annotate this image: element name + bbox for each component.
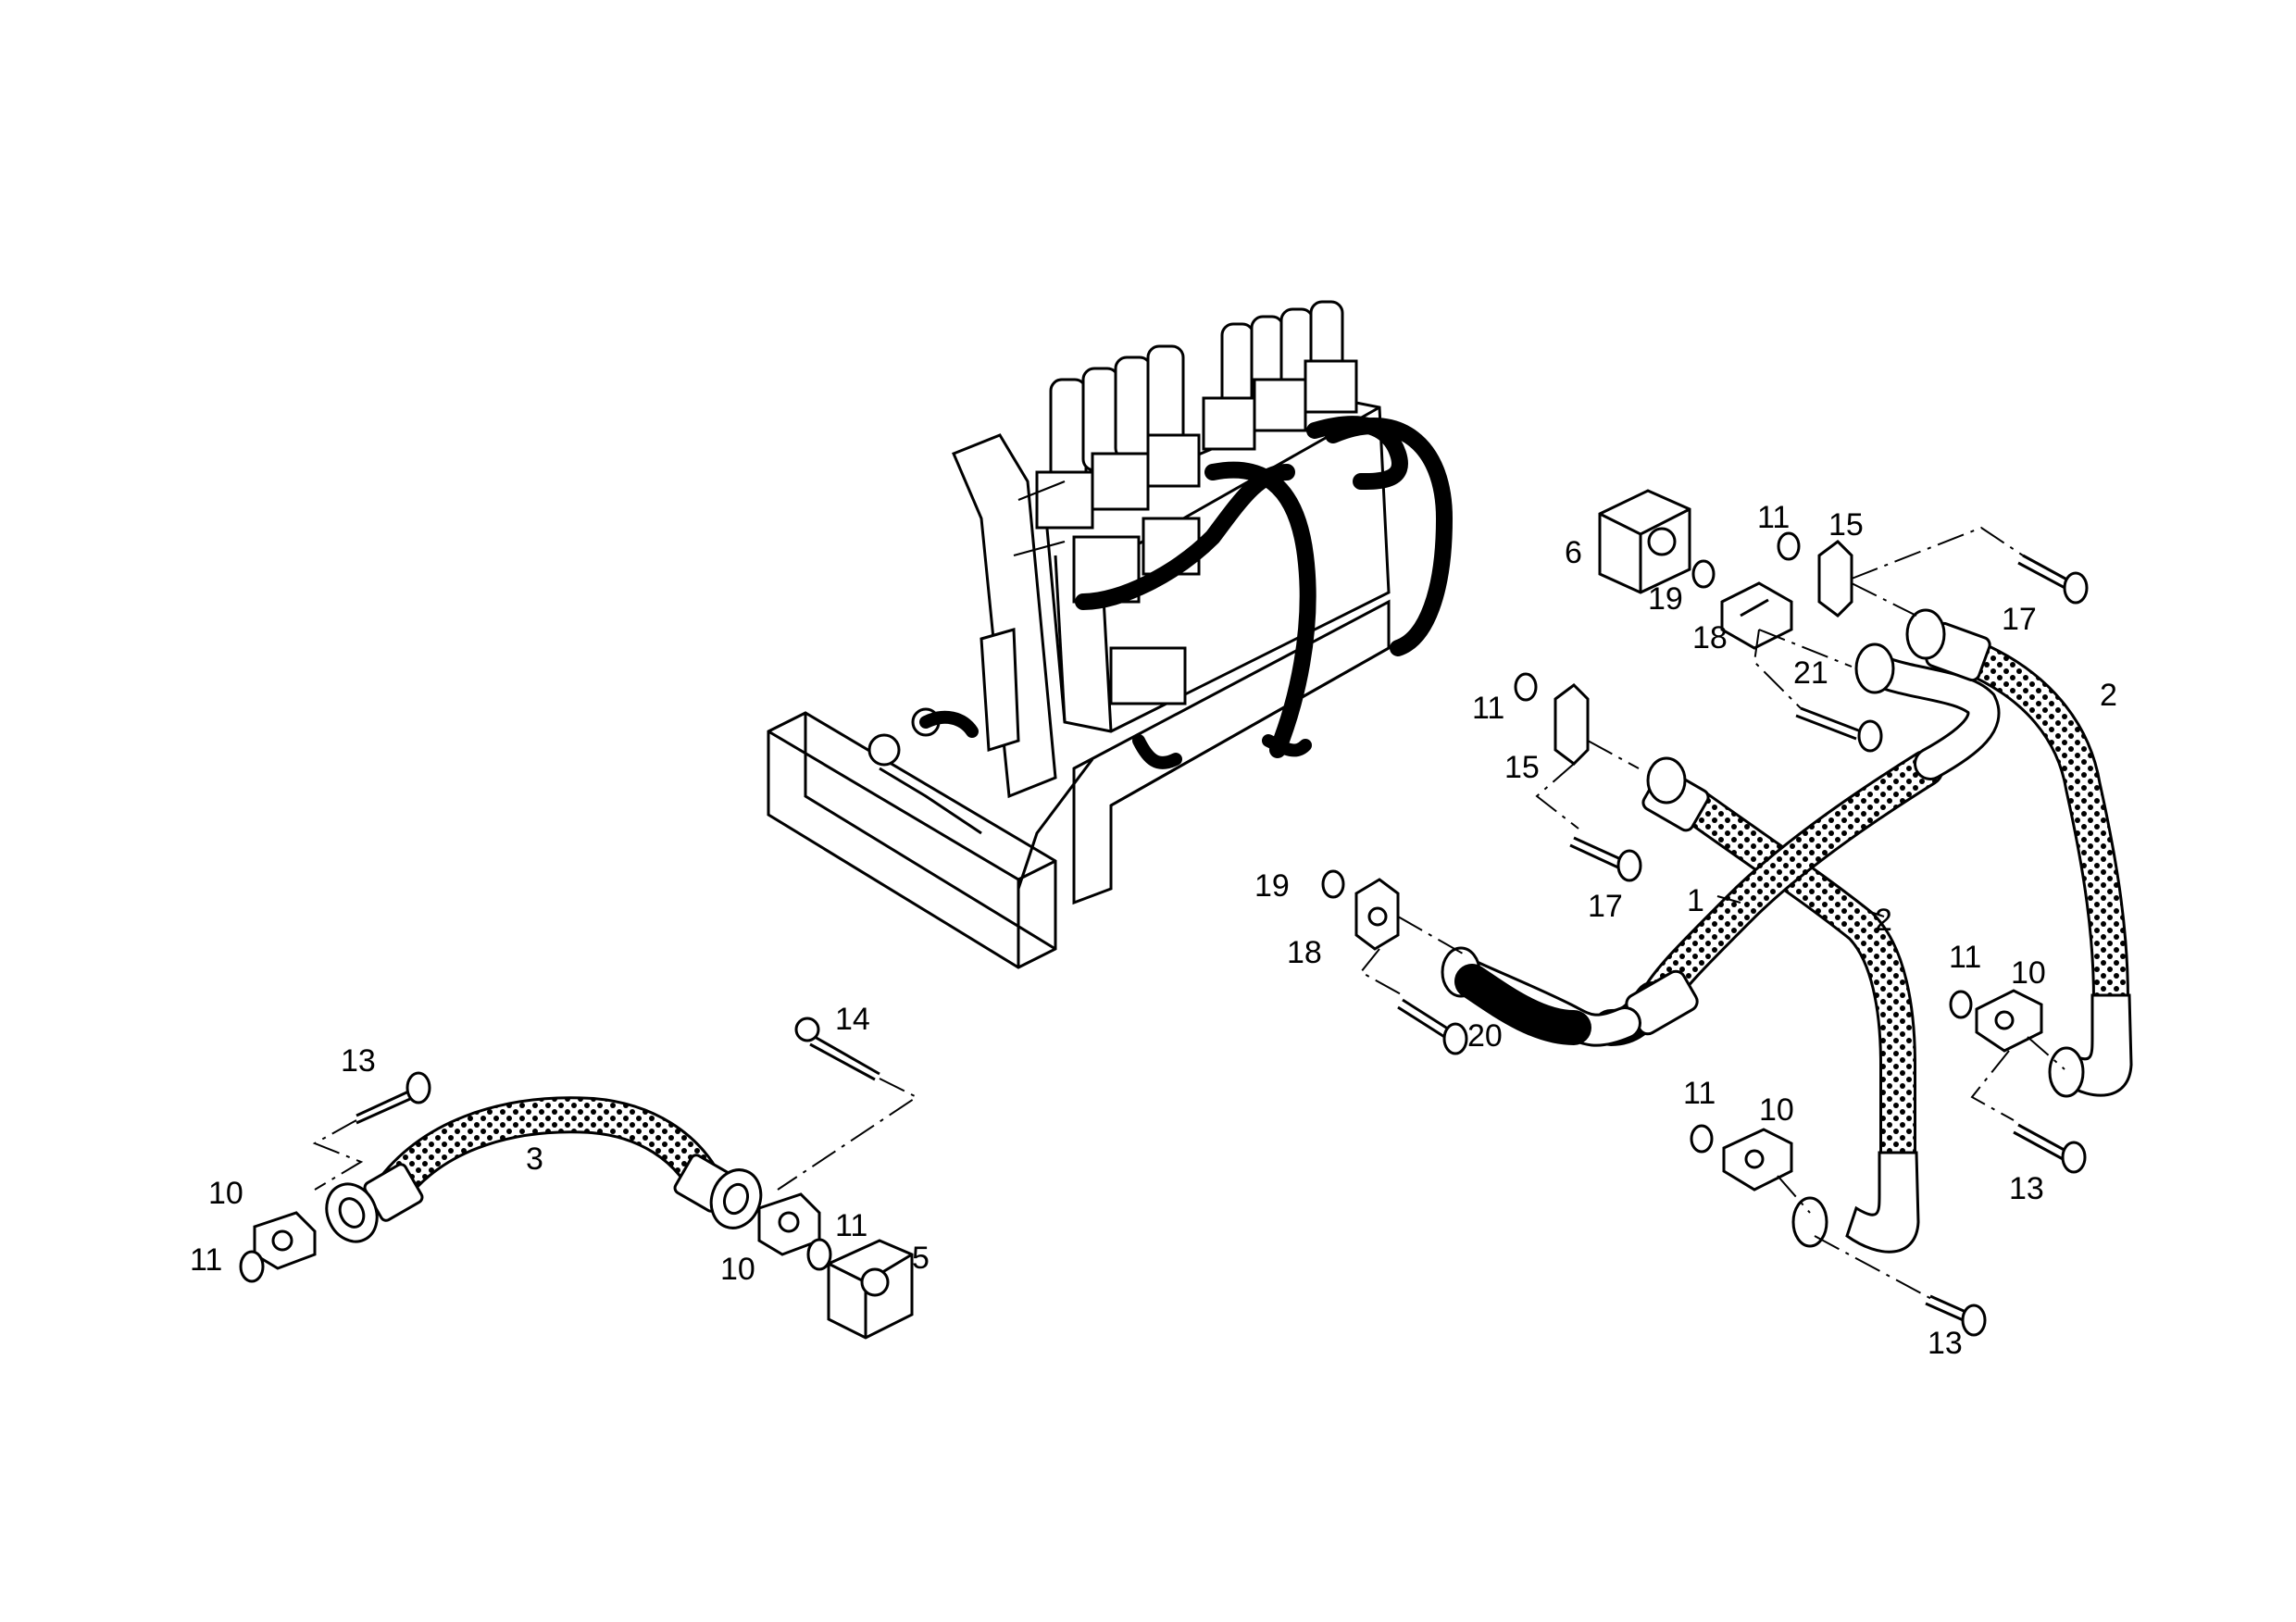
callout-19-b: 19: [1254, 868, 1290, 904]
leader-21: [1753, 629, 1853, 709]
callout-11-e: 11: [1949, 940, 1981, 975]
callout-10-b: 10: [720, 1252, 755, 1287]
callout-20: 20: [1467, 1018, 1503, 1054]
bolt-13-left: [356, 1071, 431, 1125]
leader-15-mid: [1535, 740, 1640, 830]
callout-14: 14: [835, 1002, 870, 1037]
clamp-10-low-right: [1722, 1128, 1793, 1192]
leader-13-left: [312, 1119, 364, 1191]
callout-17-b: 17: [1588, 889, 1623, 924]
callout-19-a: 19: [1648, 581, 1683, 617]
leader-10-low-right: [1777, 1175, 1936, 1302]
hose-2-right: [1905, 608, 2133, 1098]
oring-11-right: [1949, 990, 1973, 1019]
oring-11-top: [1777, 531, 1801, 561]
leader-17-top: [1851, 526, 2024, 617]
callout-18-a: 18: [1692, 620, 1728, 655]
callout-11-a: 11: [190, 1242, 222, 1278]
clamp-10-left: [253, 1211, 317, 1270]
flange-block-6: [1598, 489, 1691, 594]
clamp-15-mid: [1554, 683, 1590, 766]
leader-14: [777, 1078, 918, 1191]
callout-11-f: 11: [1683, 1076, 1716, 1111]
callout-18-b: 18: [1287, 935, 1322, 970]
callout-13-b: 13: [2009, 1171, 2044, 1206]
clamp-15-top: [1817, 540, 1853, 618]
callout-5: 5: [912, 1241, 930, 1276]
bolt-13-right: [2013, 1123, 2087, 1174]
hose-3: [325, 1096, 763, 1243]
bolt-13-bottom: [1925, 1294, 1987, 1337]
bolt-17-mid: [1569, 836, 1642, 882]
valve-block-assembly: [767, 300, 1453, 969]
leader-10-right-upper: [1970, 1036, 2065, 1121]
leader-1: [1716, 894, 1741, 905]
oring-11-mid: [806, 1238, 832, 1271]
callout-labels: 1 2 2 3 5 6 10 10 10 10 11 11 11 11 11 1…: [190, 500, 2117, 1361]
flange-block-5: [827, 1239, 914, 1340]
bolt-21: [1795, 706, 1883, 753]
callout-11-d: 11: [1472, 691, 1504, 726]
callout-15-b: 15: [1504, 750, 1540, 785]
callout-10-c: 10: [2011, 955, 2046, 991]
clamp-10-right-upper: [1975, 989, 2043, 1053]
oring-11-left: [239, 1250, 265, 1283]
oring-11-mid-right: [1514, 672, 1538, 702]
bolt-20: [1397, 998, 1468, 1055]
leader-2: [1869, 910, 1885, 918]
callout-13-c: 13: [1928, 1326, 1963, 1361]
leader-18-low: [1359, 916, 1464, 996]
callout-15-a: 15: [1828, 507, 1864, 543]
callout-11-c: 11: [1757, 500, 1790, 535]
hose-1: [1641, 756, 1920, 1254]
callout-21: 21: [1793, 655, 1828, 691]
callout-6: 6: [1565, 535, 1582, 570]
callout-2-right: 2: [2100, 678, 2117, 713]
clamp-18-low: [1354, 878, 1400, 951]
callout-13-a: 13: [341, 1043, 376, 1079]
callout-10-a: 10: [208, 1176, 243, 1211]
pipe-1-elbow: [1454, 964, 1591, 1045]
callout-3: 3: [526, 1142, 543, 1177]
bolt-14: [794, 1017, 880, 1081]
bolt-17-top: [2017, 554, 2089, 605]
clamp-18-top: [1720, 581, 1793, 650]
oring-11-low-right: [1690, 1124, 1714, 1154]
callout-2-mid: 2: [1875, 903, 1892, 938]
callout-10-d: 10: [1759, 1092, 1794, 1128]
callout-11-b: 11: [835, 1208, 867, 1243]
callout-17-a: 17: [2002, 602, 2037, 637]
oring-19-top: [1691, 559, 1716, 589]
hose-2-crossing: [1441, 643, 2001, 1047]
callout-1: 1: [1687, 883, 1704, 918]
oring-19-low: [1321, 869, 1345, 899]
